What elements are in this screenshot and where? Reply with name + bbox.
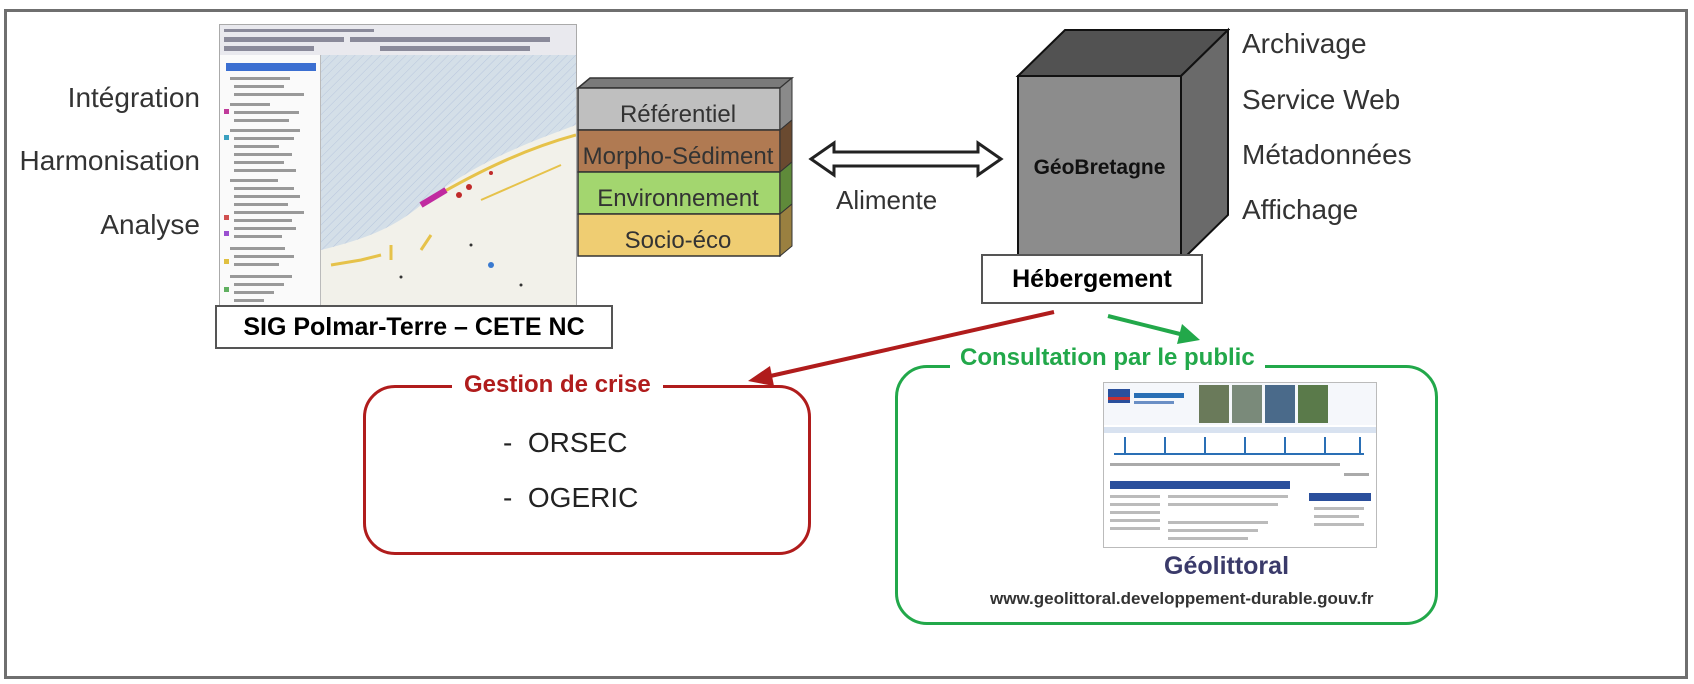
layer-label-environnement: Environnement: [597, 185, 759, 212]
cube-front: [1017, 75, 1182, 260]
host-caption: Hébergement: [981, 254, 1203, 304]
dash-icon: -: [503, 482, 528, 513]
arrow-label: Alimente: [836, 185, 938, 215]
layer-referentiel: [577, 87, 781, 131]
arrow-to-crisis: [765, 310, 1055, 379]
sig-layer-list: [220, 55, 321, 315]
service-web: Service Web: [1242, 84, 1401, 115]
cube-label: GéoBretagne: [1033, 156, 1166, 179]
public-title: Consultation par le public: [950, 344, 1265, 372]
frame-border: [4, 9, 1688, 679]
service-archivage: Archivage: [1242, 28, 1367, 59]
layer-label-referentiel: Référentiel: [619, 101, 737, 128]
crisis-item-ogeric: - OGERIC: [503, 482, 638, 514]
crisis-item-label: OGERIC: [527, 482, 639, 513]
geobretagne-cube: [1015, 27, 1230, 260]
crisis-item-orsec: - ORSEC: [503, 427, 627, 459]
sig-toolbar: [220, 25, 576, 56]
sig-map-view: [321, 55, 576, 315]
layer-morpho: [577, 129, 781, 173]
dash-icon: -: [503, 427, 528, 458]
layer-environnement: [577, 171, 781, 215]
site-name: Géolittoral: [1164, 552, 1290, 580]
label-integration: Intégration: [67, 82, 200, 113]
service-metadonnees: Métadonnées: [1242, 139, 1412, 170]
layer-label-morpho: Morpho-Sédiment: [582, 143, 774, 170]
crisis-box: [363, 385, 811, 555]
site-url[interactable]: www.geolittoral.developpement-durable.go…: [990, 589, 1374, 608]
arrow-to-public: [1107, 314, 1181, 336]
geolittoral-screenshot: [1103, 382, 1377, 548]
layer-stack: [575, 76, 795, 258]
layer-label-socio: Socio-éco: [624, 227, 732, 254]
double-arrow: [808, 140, 1004, 178]
crisis-item-label: ORSEC: [527, 427, 628, 458]
crisis-title: Gestion de crise: [452, 371, 663, 399]
service-affichage: Affichage: [1242, 194, 1359, 225]
label-analyse: Analyse: [100, 209, 200, 240]
sig-caption: SIG Polmar-Terre – CETE NC: [215, 305, 613, 349]
label-harmonisation: Harmonisation: [19, 145, 200, 176]
sig-screenshot: [219, 24, 577, 316]
